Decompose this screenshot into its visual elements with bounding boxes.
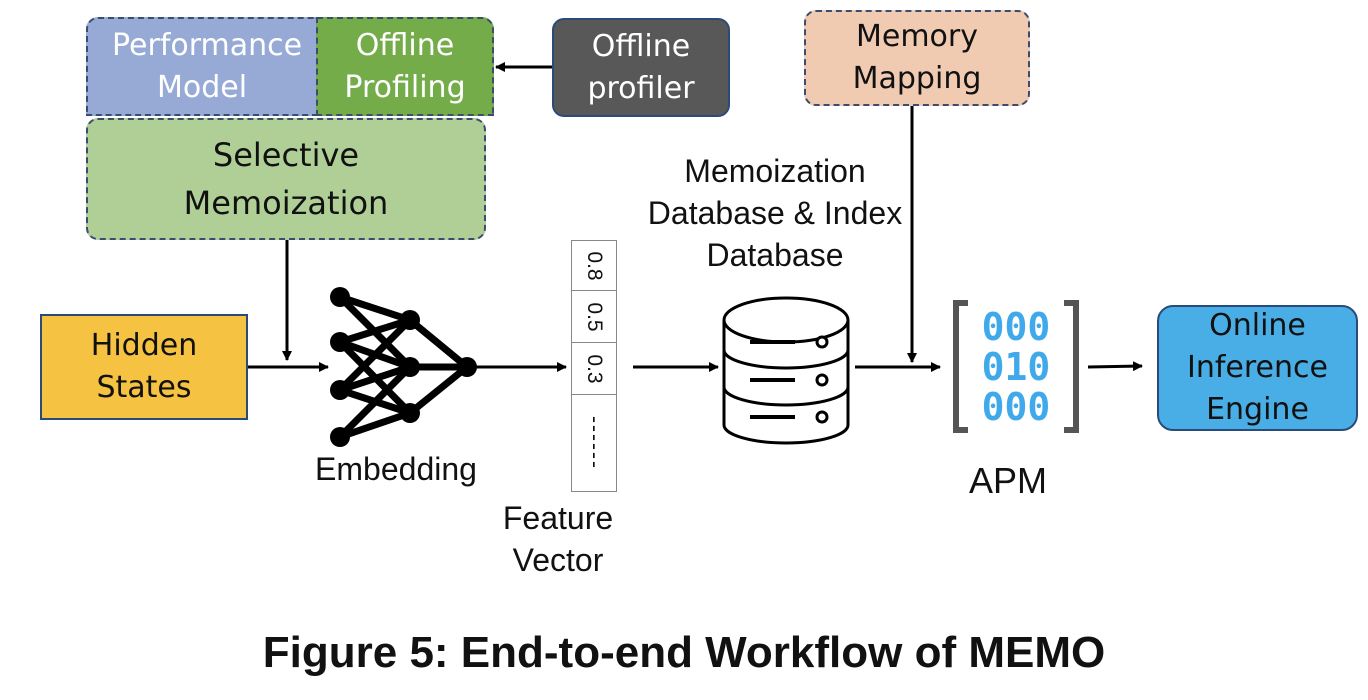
offline-profiling-box: Offline Profiling: [316, 17, 494, 116]
database-label: Memoization Database & Index Database: [647, 153, 903, 273]
figure-caption: Figure 5: End-to-end Workflow of MEMO: [262, 628, 1106, 677]
neural-network-icon: [330, 287, 477, 447]
feature-vector-label: Feature Vector: [502, 500, 614, 578]
online-inference-engine-label: Online Inference Engine: [1187, 308, 1328, 427]
selective-memoization-box: Selective Memoization: [86, 118, 486, 240]
arrow-apm-to-online: [1087, 361, 1143, 372]
offline-profiler-label: Offline profiler: [587, 28, 695, 106]
online-inference-engine-box: Online Inference Engine: [1157, 305, 1358, 431]
feature-cell: 0.8: [572, 241, 616, 291]
apm-bits-row: 010: [982, 345, 1051, 389]
feature-cell: 0.3: [572, 343, 616, 395]
apm-label: APM: [968, 460, 1047, 501]
feature-cell: 0.5: [572, 291, 616, 343]
hidden-states-label: Hidden States: [90, 328, 198, 405]
embedding-label: Embedding: [315, 451, 477, 487]
apm-bits-row: 000: [982, 305, 1051, 349]
performance-model-box: Performance Model: [86, 17, 318, 116]
database-icon: [722, 296, 850, 445]
apm-bits-row: 000: [982, 385, 1051, 429]
apm-icon: 000 010 000: [953, 300, 1079, 433]
feature-vector-column: 0.8 0.5 0.3 ------: [571, 240, 617, 492]
memory-mapping-box: Memory Mapping: [804, 10, 1030, 106]
hidden-states-box: Hidden States: [40, 314, 248, 420]
memory-mapping-label: Memory Mapping: [852, 19, 982, 96]
offline-profiling-label: Offline Profiling: [344, 27, 466, 105]
offline-profiler-box: Offline profiler: [552, 18, 730, 117]
performance-model-label: Performance Model: [112, 27, 303, 105]
selective-memoization-label: Selective Memoization: [183, 136, 389, 222]
